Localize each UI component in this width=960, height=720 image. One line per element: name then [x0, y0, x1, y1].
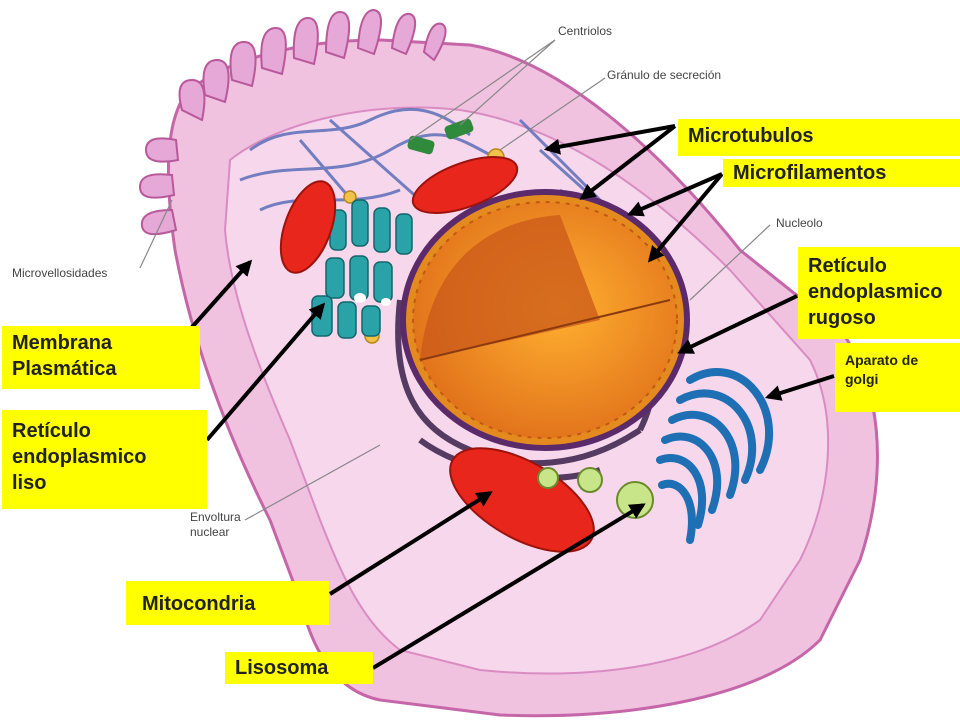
golgi-apparatus [656, 368, 774, 544]
microvilli [138, 8, 447, 236]
label-granulo-secrecion: Gránulo de secreción [607, 68, 722, 82]
callout-membrana-plasmatica: Membrana Plasmática [2, 326, 200, 389]
callout-mitocondria: Mitocondria [126, 581, 329, 625]
mitochondria [279, 156, 595, 553]
centrioles [407, 118, 474, 155]
label-envoltura-nuclear: Envoltura nuclear [190, 510, 241, 539]
callout-microfilamentos: Microfilamentos [723, 159, 960, 187]
callout-arrows [183, 124, 835, 670]
label-microvellosidades: Microvellosidades [12, 266, 108, 280]
label-nucleolo: Nucleolo [776, 216, 823, 230]
label-centriolos: Centriolos [558, 24, 613, 38]
callout-aparato-golgi: Aparato de golgi [835, 343, 960, 412]
callout-reticulo-liso: Retículo endoplasmico liso [2, 410, 207, 509]
figure-leader-lines [139, 39, 771, 521]
lysosomes [537, 467, 654, 519]
nucleolus [420, 215, 600, 360]
callout-lisosoma: Lisosoma [225, 652, 373, 684]
callout-reticulo-rugoso: Retículo endoplasmico rugoso [798, 247, 960, 339]
callout-microtubulos: Microtubulos [678, 119, 960, 156]
nucleus [400, 189, 690, 451]
